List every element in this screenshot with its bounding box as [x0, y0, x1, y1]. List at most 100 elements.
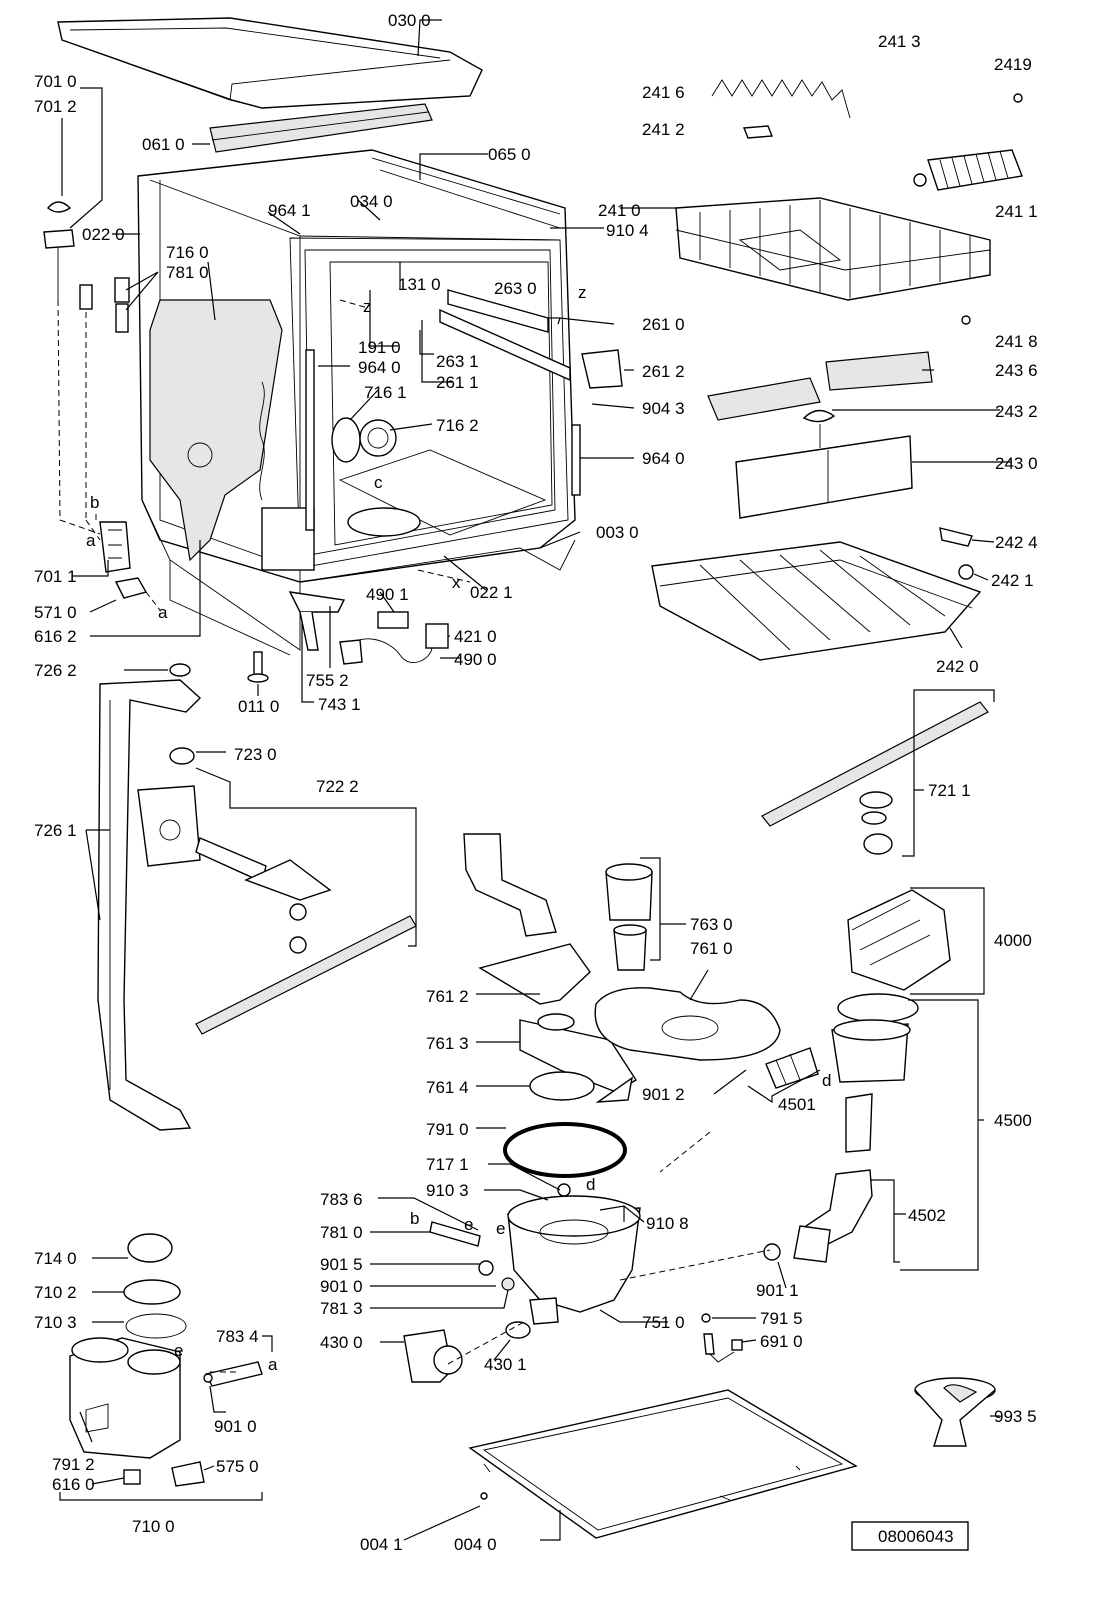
label-722-2: 722 2	[316, 777, 359, 796]
label-243-6: 243 6	[995, 361, 1038, 380]
label-571-0: 571 0	[34, 603, 77, 622]
sump-body-part	[507, 1183, 641, 1325]
label-761-3: 761 3	[426, 1034, 469, 1053]
label-191-0: 191 0	[358, 338, 401, 357]
label-781-0-top: 781 0	[166, 263, 209, 282]
letter-c-1: c	[374, 473, 383, 492]
label-421-0: 421 0	[454, 627, 497, 646]
rack-wire-part	[711, 79, 851, 119]
label-783-4: 783 4	[216, 1327, 259, 1346]
adjustable-foot-part	[247, 651, 269, 683]
label-4502: 4502	[908, 1206, 946, 1225]
label-263-0: 263 0	[494, 279, 537, 298]
letter-x-1: x	[452, 573, 461, 592]
cutlery-basket-part	[707, 351, 933, 519]
label-241-0: 241 0	[598, 201, 641, 220]
letter-z-2: z	[578, 283, 587, 302]
letter-a-2: a	[158, 603, 168, 622]
label-261-2: 261 2	[642, 362, 685, 381]
label-755-2: 755 2	[306, 671, 349, 690]
hinge-guide-lines	[57, 299, 161, 611]
label-901-1: 901 1	[756, 1281, 799, 1300]
base-frame-part	[468, 1389, 858, 1539]
label-726-1: 726 1	[34, 821, 77, 840]
cup-rack-part	[913, 93, 1023, 325]
label-241-1: 241 1	[995, 202, 1038, 221]
letter-z-1: z	[363, 297, 372, 316]
label-910-8: 910 8	[646, 1214, 689, 1233]
lower-basket-part	[651, 527, 982, 661]
letter-d-2: d	[822, 1071, 831, 1090]
label-011-0: 011 0	[238, 697, 279, 716]
label-030-0: 030 0	[388, 11, 431, 30]
valve-ring-part	[478, 1260, 494, 1276]
label-791-0: 791 0	[426, 1120, 469, 1139]
letter-e-1: e	[464, 1215, 473, 1234]
part-labels: 030 0 701 0 701 2 061 0 065 0 034 0 022 …	[34, 11, 1038, 1554]
upper-rail-part	[447, 289, 549, 333]
hinge-part	[43, 201, 130, 333]
spring-part	[259, 381, 265, 501]
label-241-8: 241 8	[995, 332, 1038, 351]
side-insulation-part	[149, 299, 283, 562]
label-791-5: 791 5	[760, 1309, 803, 1328]
label-2419: 2419	[994, 55, 1032, 74]
label-241-6: 241 6	[642, 83, 685, 102]
rail-stop-part	[581, 349, 623, 389]
letter-b-2: b	[410, 1209, 419, 1228]
lower-spray-arm-part	[195, 915, 417, 1035]
drawing-number-box	[851, 1521, 969, 1551]
label-490-1: 490 1	[366, 585, 409, 604]
leader-lines	[59, 19, 1012, 1541]
bracket-clip-part	[299, 611, 319, 651]
spray-connector-part	[137, 747, 332, 954]
label-964-0-left: 964 0	[358, 358, 401, 377]
label-575-0: 575 0	[216, 1457, 259, 1476]
label-964-0-right: 964 0	[642, 449, 685, 468]
label-901-0-lower: 901 0	[214, 1417, 257, 1436]
label-763-0: 763 0	[690, 915, 733, 934]
label-701-1: 701 1	[34, 567, 77, 586]
circulation-pump-part	[837, 889, 951, 1023]
label-910-4: 910 4	[606, 221, 649, 240]
label-791-2: 791 2	[52, 1455, 95, 1474]
label-242-4: 242 4	[995, 533, 1038, 552]
upper-spray-arm-part	[761, 701, 989, 855]
sump-hose-part	[763, 1019, 911, 1263]
label-131-0: 131 0	[398, 275, 441, 294]
label-263-1: 263 1	[436, 352, 479, 371]
label-701-0: 701 0	[34, 72, 77, 91]
label-261-1: 261 1	[436, 373, 479, 392]
microfilter-part	[594, 987, 781, 1061]
label-743-1: 743 1	[318, 695, 361, 714]
label-716-0: 716 0	[166, 243, 209, 262]
label-710-2: 710 2	[34, 1283, 77, 1302]
lower-rail-part	[439, 308, 571, 382]
base-plate-part	[299, 539, 576, 583]
label-003-0: 003 0	[596, 523, 639, 542]
spray-pipe-part	[97, 663, 202, 1131]
upper-basket-part	[675, 197, 991, 301]
label-751-0: 751 0	[642, 1313, 685, 1332]
valve-spring-part	[501, 1277, 515, 1291]
label-065-0: 065 0	[488, 145, 531, 164]
label-243-2: 243 2	[995, 402, 1038, 421]
label-243-0: 243 0	[995, 454, 1038, 473]
salt-filler-cap-part	[359, 419, 397, 457]
insulation-strip-part	[209, 103, 433, 153]
label-901-2: 901 2	[642, 1085, 685, 1104]
letter-b-1: b	[90, 493, 99, 512]
hinge-bracket-part	[99, 521, 148, 599]
label-761-4: 761 4	[426, 1078, 469, 1097]
label-261-0: 261 0	[642, 315, 685, 334]
label-430-1: 430 1	[484, 1355, 527, 1374]
label-783-6: 783 6	[320, 1190, 363, 1209]
label-781-3: 781 3	[320, 1299, 363, 1318]
label-717-1: 717 1	[426, 1155, 469, 1174]
label-616-0: 616 0	[52, 1475, 95, 1494]
label-022-0: 022 0	[82, 225, 125, 244]
rear-rail-part	[571, 424, 581, 496]
label-616-2: 616 2	[34, 627, 77, 646]
filter-part	[605, 863, 653, 971]
